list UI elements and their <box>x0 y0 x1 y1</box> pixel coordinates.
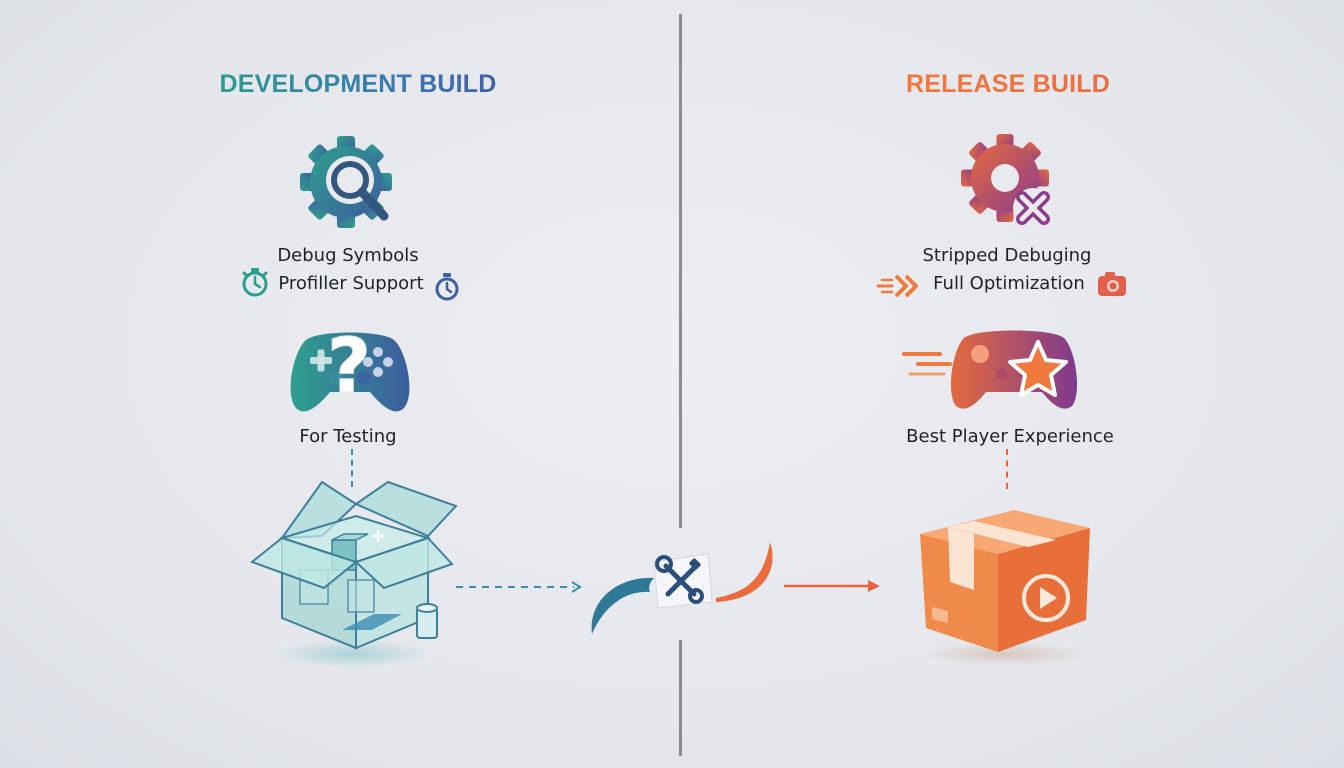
gear-cross-icon <box>961 134 1053 228</box>
transition-swoosh <box>591 542 773 634</box>
svg-text:?: ? <box>327 321 371 410</box>
gamepad-question-icon: ? <box>290 321 410 412</box>
best-player-experience-label: Best Player Experience <box>906 426 1114 447</box>
speed-arrows-icon <box>876 274 918 298</box>
release-build-title: RELEASE BUILD <box>858 70 1158 99</box>
debug-symbols-label: Debug Symbols <box>277 245 419 266</box>
profiler-support-label: Profiller Support <box>278 273 424 294</box>
full-optimization-label: Full Optimization <box>933 273 1085 294</box>
gear-magnifier-icon <box>300 136 392 228</box>
stripped-debugging-label: Stripped Debuging <box>922 245 1092 266</box>
wrench-icon <box>653 553 713 609</box>
dev-dashed-connector <box>351 449 353 487</box>
development-build-title: DEVELOPMENT BUILD <box>208 70 508 99</box>
release-arrow <box>784 580 880 592</box>
gamepad-star-icon <box>902 330 1078 409</box>
for-testing-label: For Testing <box>299 426 397 447</box>
stopwatch-icon <box>435 273 459 301</box>
camera-icon <box>1098 272 1126 296</box>
stopwatch-icon <box>242 268 268 297</box>
dev-dashed-arrow <box>456 581 582 593</box>
open-box-icon <box>249 480 458 668</box>
center-divider-bottom <box>679 640 682 756</box>
closed-box-play-icon <box>920 510 1090 666</box>
center-divider-top <box>679 14 682 528</box>
release-dashed-connector <box>1006 449 1008 489</box>
